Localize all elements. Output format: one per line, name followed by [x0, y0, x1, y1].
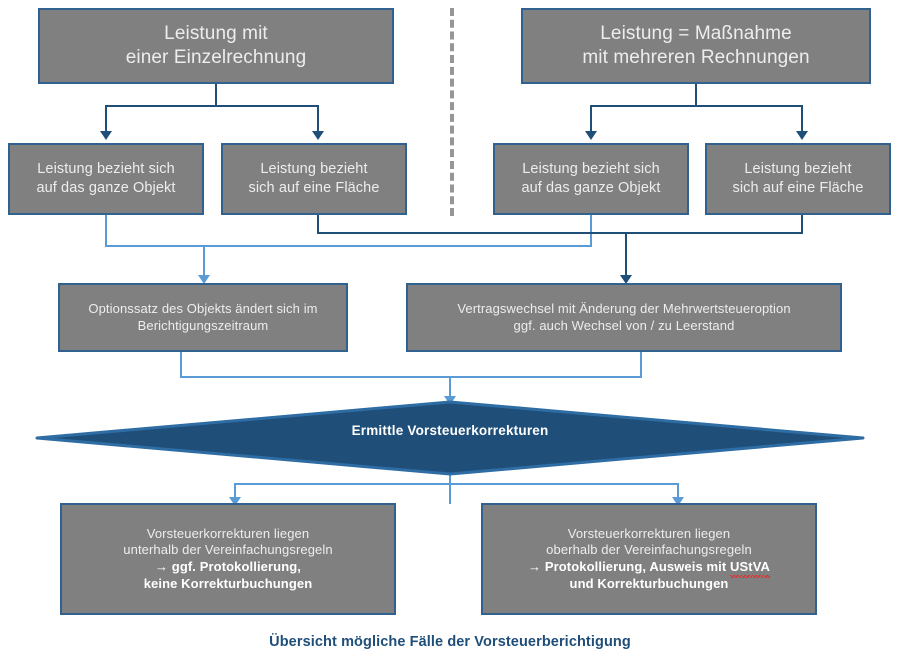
connector-topright-drop-d	[801, 105, 803, 133]
node-vertragswechsel[interactable]: Vertragswechsel mit Änderung der Mehrwer…	[406, 283, 842, 352]
connector-row3left-stem	[203, 245, 205, 277]
connector-topleft-stem	[215, 84, 217, 106]
node-row3-left-line1: Optionssatz des Objekts ändert sich im	[88, 300, 318, 316]
node-result-oberhalb[interactable]: Vorsteuerkorrekturen liegen oberhalb der…	[481, 503, 817, 615]
arrow-to-row3-left	[198, 275, 210, 284]
node-row2-flaeche-einzel[interactable]: Leistung bezieht sich auf eine Fläche	[221, 143, 407, 215]
connector-row2d-drop	[801, 215, 803, 234]
result-right-spellcheck-term: UStVA	[730, 559, 770, 578]
connector-to-diamond	[449, 376, 451, 398]
node-row3-left-line2: Berichtigungszeitraum	[137, 317, 269, 333]
connector-topleft-drop-b	[317, 105, 319, 133]
section-divider	[450, 8, 454, 216]
connector-row3-merge-bus	[180, 376, 641, 378]
result-right-line1: Vorsteuerkorrekturen liegen	[567, 525, 731, 541]
figure-caption: Übersicht mögliche Fälle der Vorsteuerbe…	[269, 634, 631, 650]
decision-label: Ermittle Vorsteuerkorrekturen	[351, 423, 549, 438]
arrow-to-row2-c	[585, 131, 597, 140]
node-row2-b-line1: Leistung bezieht	[260, 161, 368, 178]
connector-decision-stem	[449, 474, 451, 504]
node-row3-right-line2: ggf. auch Wechsel von / zu Leerstand	[513, 317, 735, 333]
node-row2-d-line2: sich auf eine Fläche	[732, 180, 864, 196]
result-right-line2: oberhalb der Vereinfachungsregeln	[546, 542, 752, 558]
node-row2-ganzes-objekt-mehrere[interactable]: Leistung bezieht sich auf das ganze Obje…	[493, 143, 689, 215]
result-left-line1: Vorsteuerkorrekturen liegen	[146, 525, 310, 541]
connector-topleft-bus	[105, 105, 318, 107]
connector-row2c-drop	[590, 215, 592, 247]
node-row2-c-line1: Leistung bezieht sich	[522, 161, 660, 178]
node-row2-a-line2: auf das ganze Objekt	[36, 180, 176, 196]
node-top-left-line1: Leistung mit	[164, 22, 268, 44]
decision-diamond[interactable]	[35, 400, 865, 476]
result-left-line2: unterhalb der Vereinfachungsregeln	[123, 542, 333, 558]
node-top-left-line2: einer Einzelrechnung	[125, 47, 307, 68]
node-top-right-line2: mit mehreren Rechnungen	[582, 47, 810, 68]
node-row2-ganzes-objekt-einzel[interactable]: Leistung bezieht sich auf das ganze Obje…	[8, 143, 204, 215]
arrow-to-row2-a	[100, 131, 112, 140]
connector-row2-light-bus	[105, 245, 591, 247]
connector-decision-right-drop	[677, 483, 679, 499]
node-result-unterhalb[interactable]: Vorsteuerkorrekturen liegen unterhalb de…	[60, 503, 396, 615]
node-top-right-line1: Leistung = Maßnahme	[600, 22, 792, 44]
arrow-to-row2-d	[796, 131, 808, 140]
connector-row2a-drop	[105, 215, 107, 247]
result-right-line3-prefix: → Protokollierung, Ausweis mit	[528, 559, 730, 574]
result-left-line4: keine Korrekturbuchungen	[143, 575, 313, 591]
arrow-to-row3-right	[620, 275, 632, 284]
result-left-line3: → ggf. Protokollierung,	[154, 559, 302, 574]
node-row2-a-line1: Leistung bezieht sich	[37, 161, 175, 178]
arrow-to-decision	[444, 396, 456, 405]
result-right-line4: und Korrekturbuchungen	[569, 575, 729, 591]
connector-topright-bus	[590, 105, 802, 107]
connector-topleft-drop-a	[105, 105, 107, 133]
connector-row2b-drop	[317, 215, 319, 234]
node-row2-flaeche-mehrere[interactable]: Leistung bezieht sich auf eine Fläche	[705, 143, 891, 215]
node-top-left[interactable]: Leistung mit einer Einzelrechnung	[38, 8, 394, 84]
connector-topright-drop-c	[590, 105, 592, 133]
arrow-to-result-right	[672, 497, 684, 506]
node-row3-right-line1: Vertragswechsel mit Änderung der Mehrwer…	[457, 300, 791, 316]
arrow-to-row2-b	[312, 131, 324, 140]
connector-row2-dark-bus	[317, 232, 803, 234]
connector-row3right-stem	[625, 232, 627, 277]
node-optionssatz[interactable]: Optionssatz des Objekts ändert sich im B…	[58, 283, 348, 352]
node-top-right[interactable]: Leistung = Maßnahme mit mehreren Rechnun…	[521, 8, 871, 84]
arrow-to-result-left	[229, 497, 241, 506]
node-row2-c-line2: auf das ganze Objekt	[521, 180, 661, 196]
connector-decision-bus	[234, 483, 679, 485]
connector-decision-left-drop	[234, 483, 236, 499]
connector-row3right-out	[640, 352, 642, 378]
connector-row3left-out	[180, 352, 182, 378]
node-row2-d-line1: Leistung bezieht	[744, 161, 852, 178]
node-row2-b-line2: sich auf eine Fläche	[248, 180, 380, 196]
connector-topright-stem	[695, 84, 697, 106]
